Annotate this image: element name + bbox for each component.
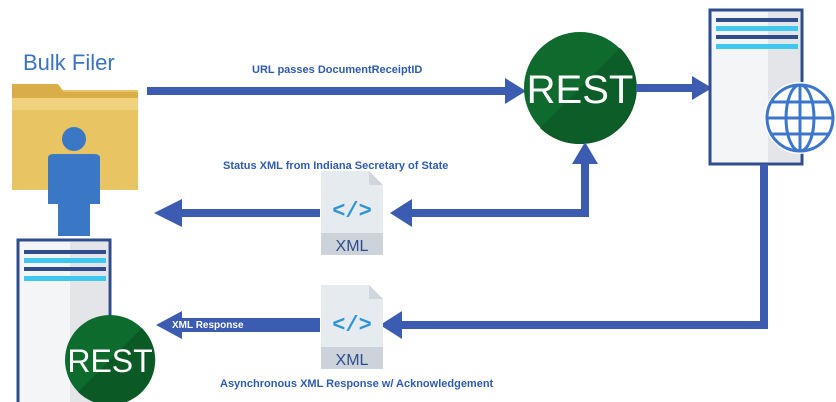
rest-icon: REST bbox=[524, 32, 637, 145]
rest-label: REST bbox=[527, 68, 634, 112]
status-arrow bbox=[154, 142, 598, 227]
xml-code-glyph: </> bbox=[332, 313, 372, 338]
url-arrow bbox=[147, 78, 526, 104]
rest-icon: REST bbox=[65, 315, 156, 402]
xml-code-glyph: </> bbox=[332, 199, 372, 224]
xml-response-label: XML Response bbox=[172, 320, 244, 331]
xml-label: XML bbox=[336, 238, 369, 255]
async-label: Asynchronous XML Response w/ Acknowledge… bbox=[220, 378, 494, 390]
person-icon bbox=[48, 127, 100, 236]
rest-label: REST bbox=[67, 343, 152, 379]
url-label: URL passes DocumentReceiptID bbox=[252, 64, 423, 76]
globe-icon bbox=[764, 82, 836, 154]
rest-to-server-arrow bbox=[636, 76, 712, 100]
async-arrow bbox=[156, 164, 768, 339]
xml-label: XML bbox=[336, 352, 369, 369]
status-label: Status XML from Indiana Secretary of Sta… bbox=[223, 160, 449, 172]
page-title: Bulk Filer bbox=[23, 50, 115, 75]
xml-document-icon: </> XML bbox=[321, 171, 383, 255]
xml-document-icon: </> XML bbox=[321, 285, 383, 369]
